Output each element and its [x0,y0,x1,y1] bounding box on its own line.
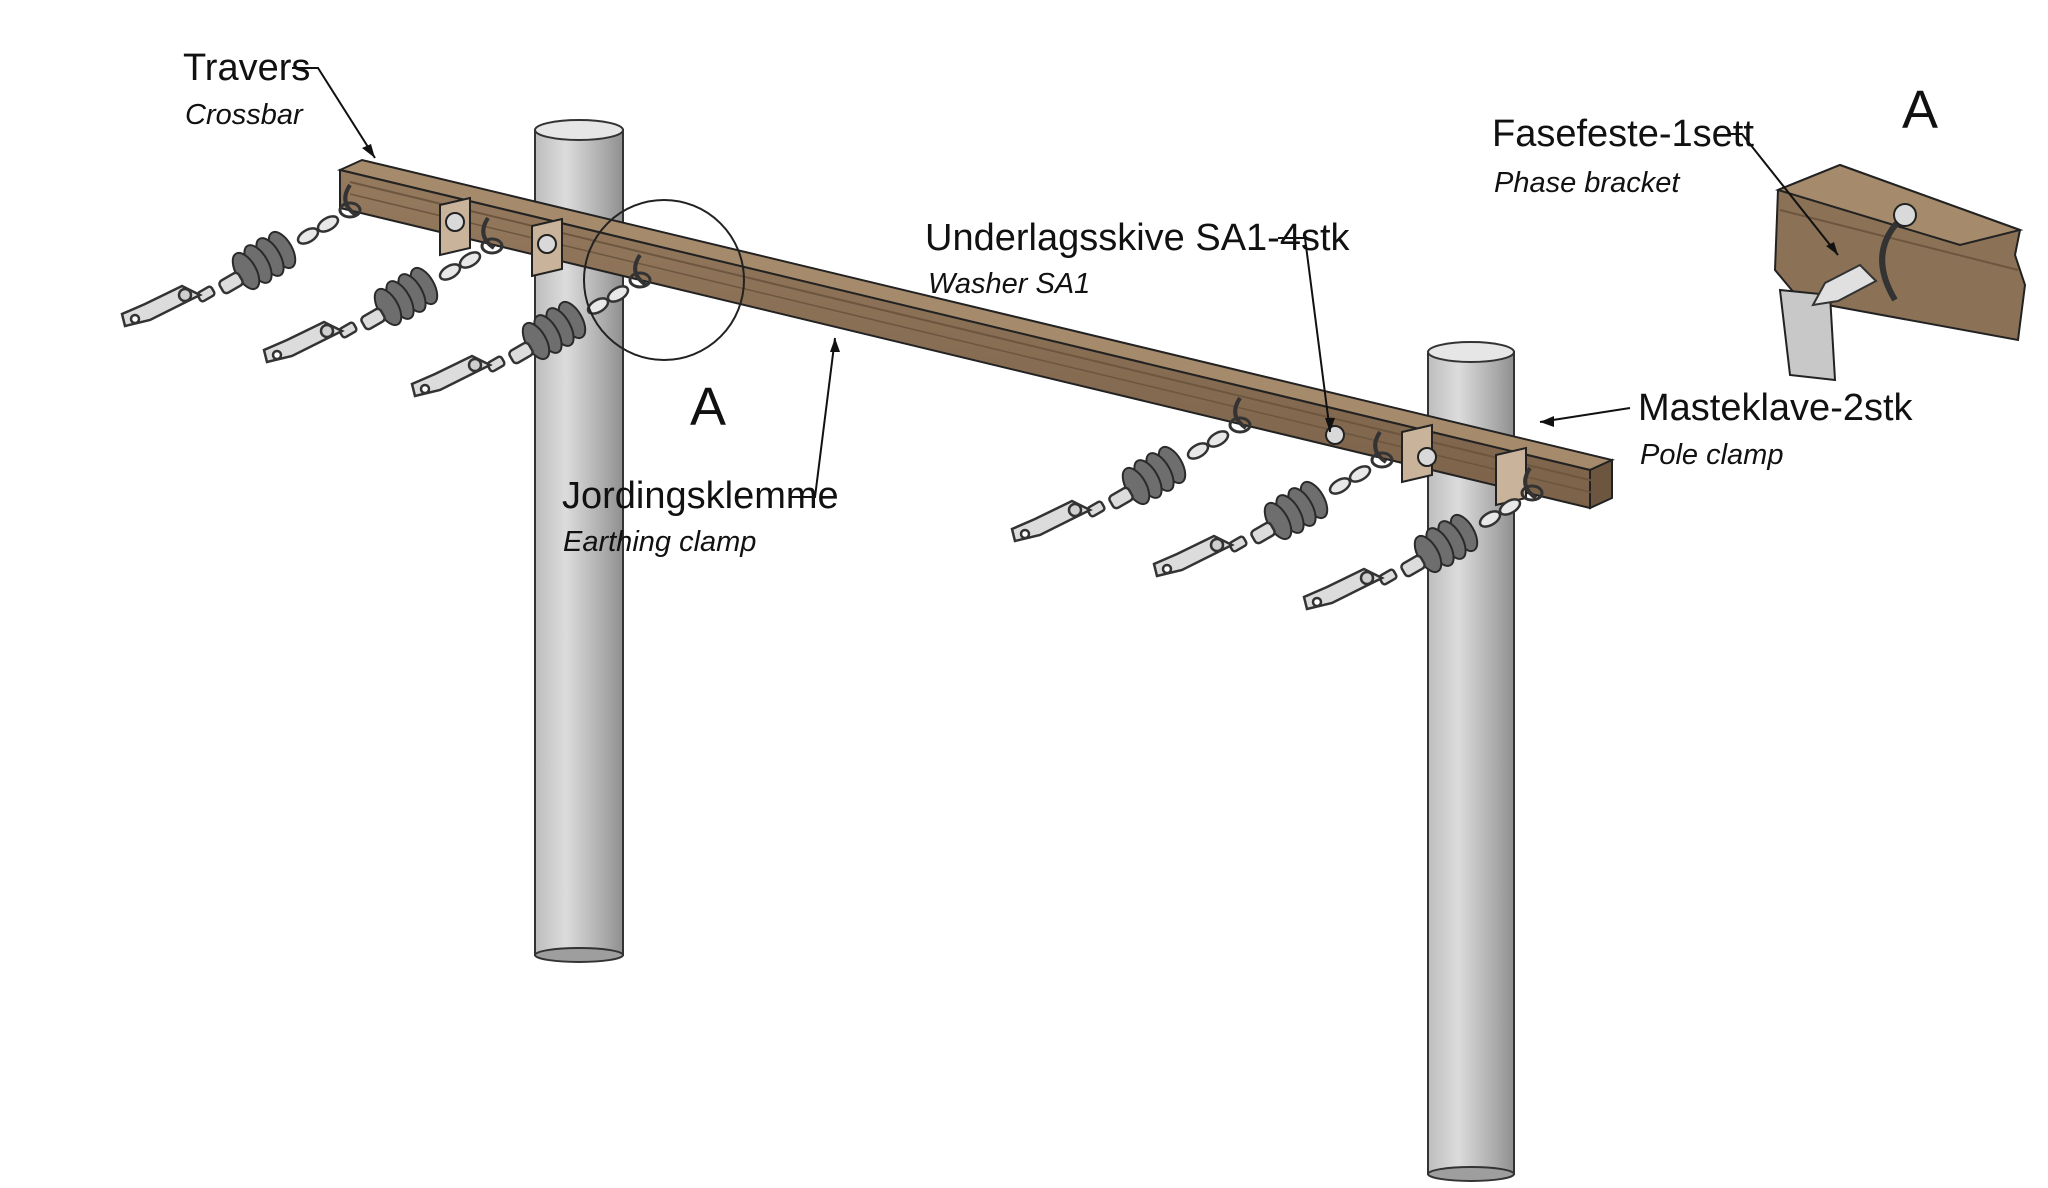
detail-circle [583,199,745,361]
label-washer: Underlagsskive SA1-4stk Washer SA1 [925,217,1351,300]
leader-lines [292,67,1839,498]
insulator-string-5 [1152,451,1394,578]
label-phase-bracket-sub: Phase bracket [1494,167,1681,199]
label-phase-bracket: Fasefeste-1sett Phase bracket [1492,113,1754,199]
label-phase-bracket-main: Fasefeste-1sett [1492,113,1754,155]
label-washer-sub: Washer SA1 [928,268,1090,300]
crossbar [336,158,1616,510]
leader-arrowheads [362,144,1838,432]
label-crossbar-sub: Crossbar [185,99,304,131]
phase-brackets [343,183,1538,500]
label-earthing-clamp: Jordingsklemme Earthing clamp [562,475,839,558]
detail-marker: A [690,377,726,437]
label-earthing-clamp-main: Jordingsklemme [562,475,839,517]
label-pole-clamp-main: Masteklave-2stk [1638,387,1914,429]
label-crossbar-main: Travers [183,47,310,89]
insulator-string-4 [1010,416,1252,543]
detail-view-a: A [1773,80,2027,382]
insulator-string-1 [120,201,362,328]
label-pole-clamp: Masteklave-2stk Pole clamp [1638,387,1914,471]
label-washer-main: Underlagsskive SA1-4stk [925,217,1351,259]
label-pole-clamp-sub: Pole clamp [1640,439,1783,471]
detail-title: A [1902,80,1938,140]
label-crossbar: Travers Crossbar [183,47,310,131]
insulator-string-2 [262,237,504,364]
label-earthing-clamp-sub: Earthing clamp [563,526,756,558]
